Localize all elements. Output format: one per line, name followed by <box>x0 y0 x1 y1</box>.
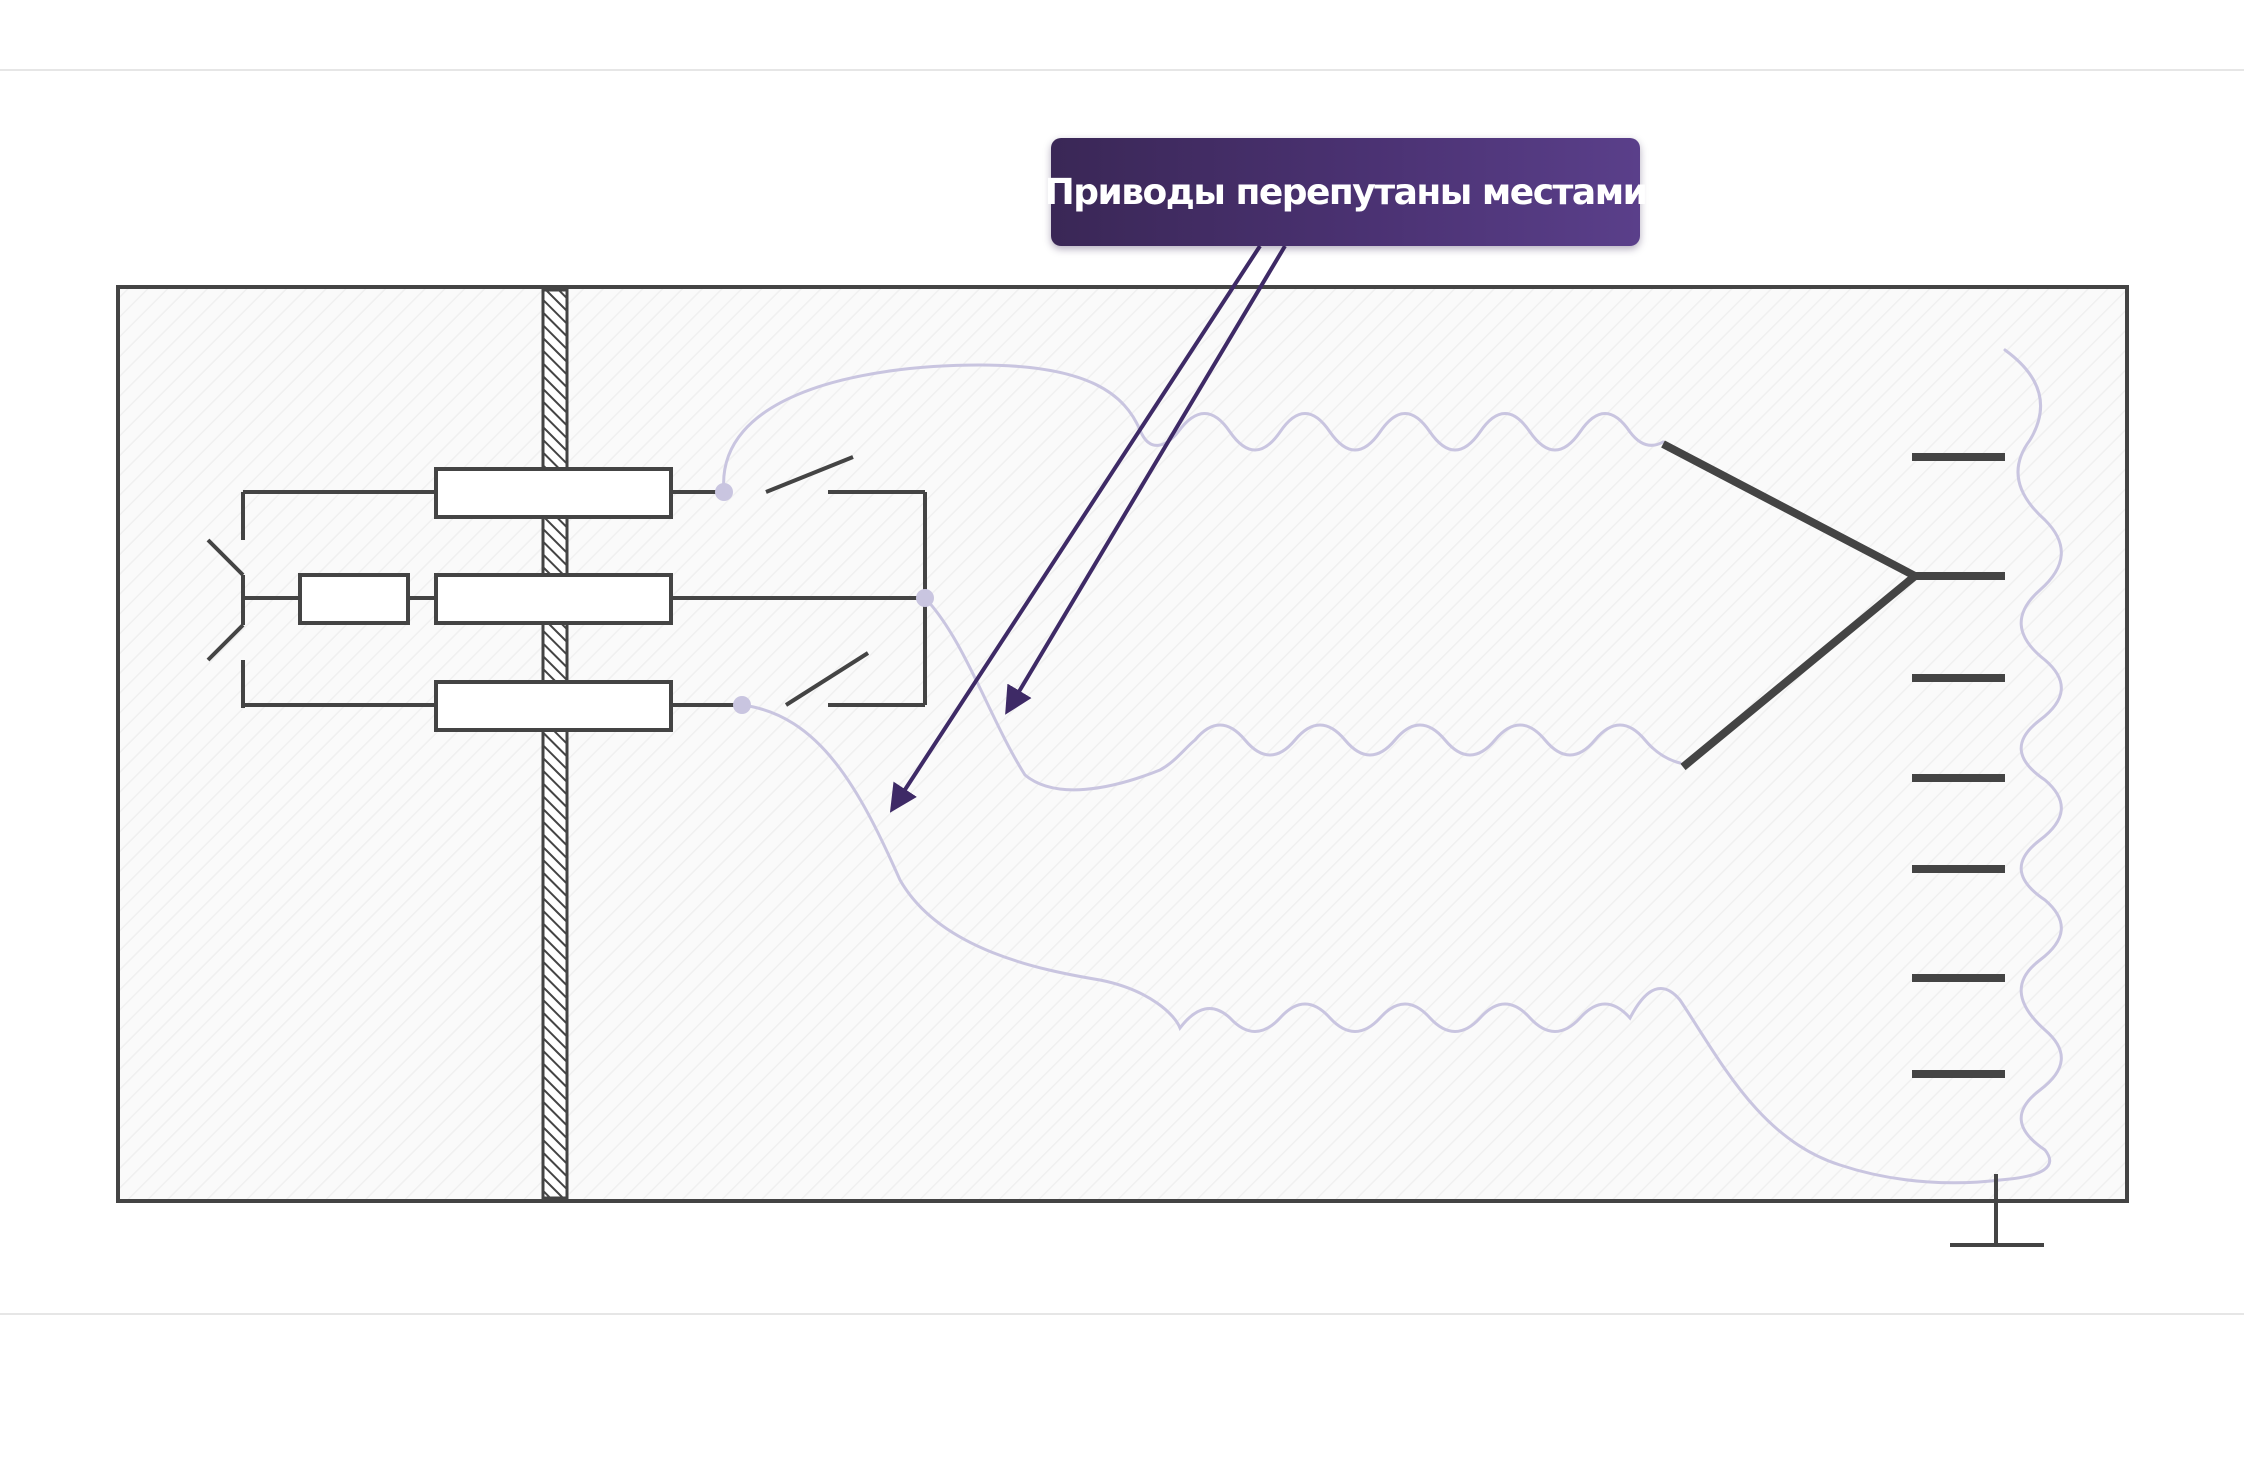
resistor-small <box>298 573 410 625</box>
resistor-bottom <box>434 680 673 732</box>
wire-ground-coil <box>1998 348 2063 1182</box>
bottom-divider <box>0 1313 2244 1315</box>
wire-middle <box>923 596 1682 792</box>
switchboard-circuit <box>206 455 927 708</box>
callout-arrows <box>889 244 1287 813</box>
electrode-plates <box>1912 453 2005 1078</box>
wire-bottom <box>740 703 2002 1185</box>
resistor-top <box>434 467 673 519</box>
resistor-middle <box>434 573 673 625</box>
wire-top <box>722 363 1665 494</box>
ground-symbol <box>1950 1174 2044 1247</box>
arrow-long <box>889 244 1262 813</box>
housing-frame <box>116 285 2129 1203</box>
callout-text: Приводы перепутаны местами <box>1044 171 1648 213</box>
arrow-short <box>1005 244 1287 715</box>
heater-element <box>1661 440 2005 771</box>
partition-wall <box>541 288 569 1200</box>
callout-label: Приводы перепутаны местами <box>1045 138 1648 246</box>
top-divider <box>0 69 2244 71</box>
